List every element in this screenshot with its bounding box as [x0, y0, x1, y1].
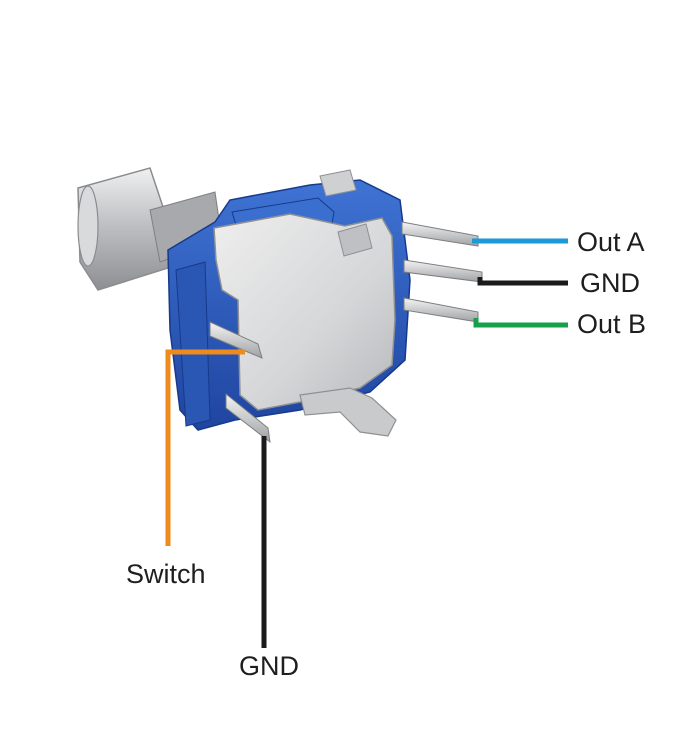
wire-gnd-right — [477, 277, 568, 286]
encoder-metal-plate — [213, 169, 397, 437]
label-switch: Switch — [126, 559, 206, 589]
label-out-a: Out A — [577, 227, 645, 257]
encoder-pins-right — [401, 221, 483, 323]
encoder-shaft — [77, 167, 223, 291]
label-gnd-right: GND — [580, 268, 640, 298]
label-out-b: Out B — [577, 309, 647, 339]
wire-out-b — [473, 318, 568, 328]
label-gnd-bottom: GND — [239, 651, 299, 681]
wire-switch — [165, 349, 245, 546]
encoder-pins-left — [209, 321, 271, 444]
pin-wires — [165, 238, 568, 648]
